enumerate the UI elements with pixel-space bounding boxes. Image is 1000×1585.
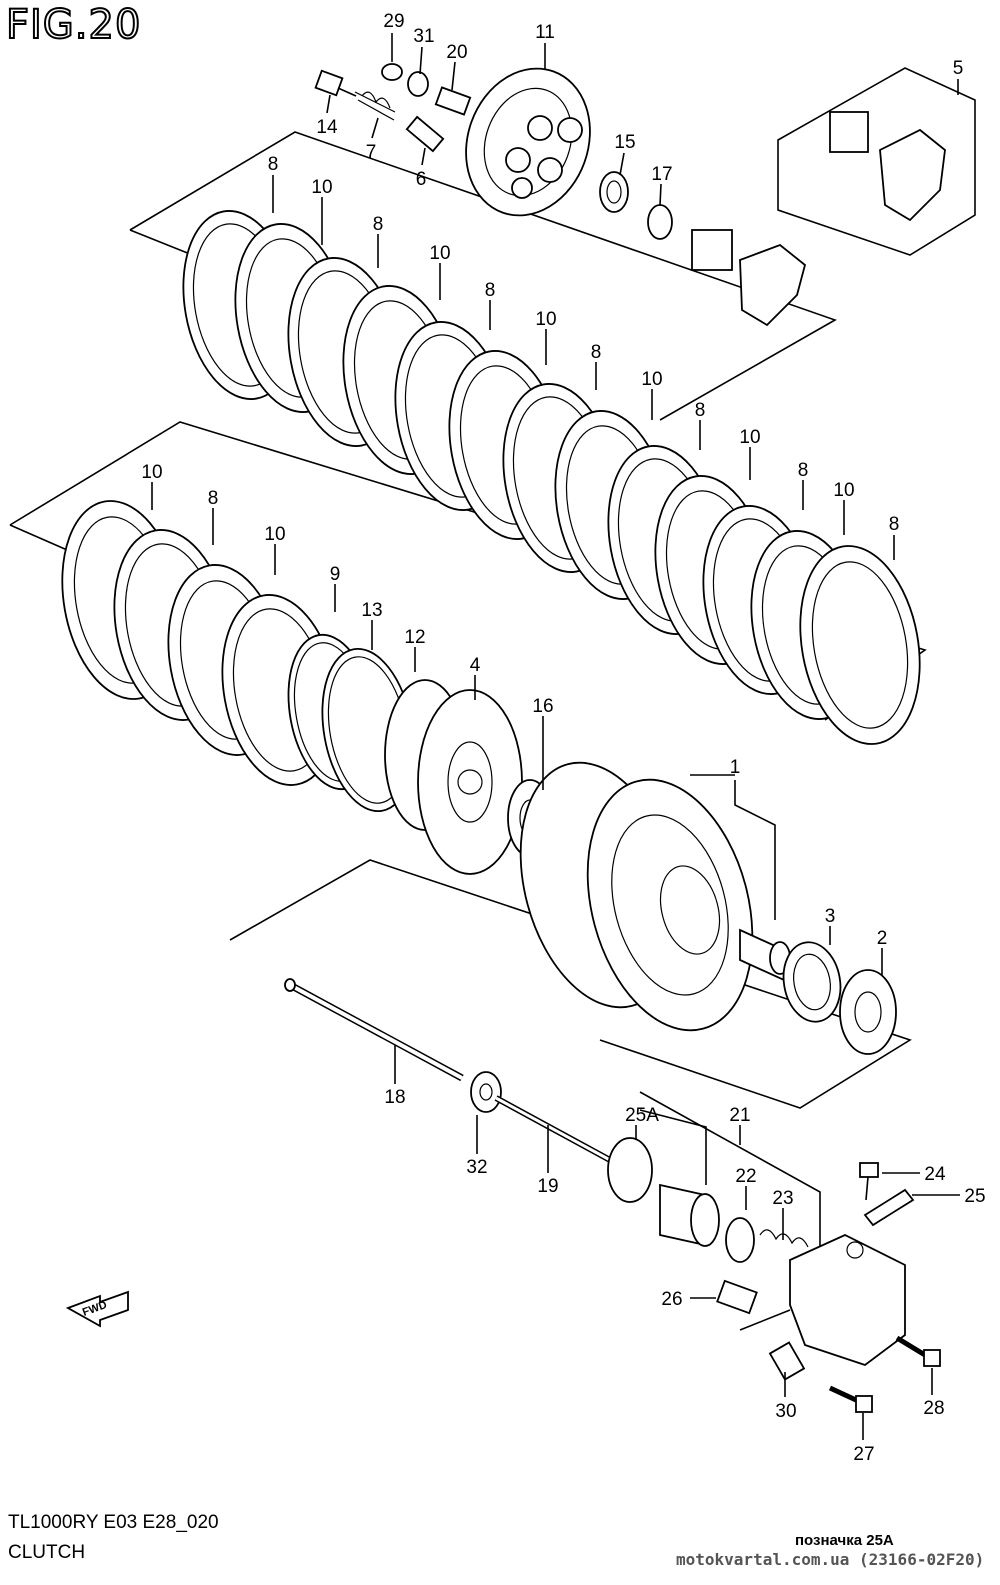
callout-label: 18 <box>384 1087 405 1108</box>
callout-label: 8 <box>798 460 809 481</box>
washer-17 <box>647 204 673 240</box>
callout-label: 10 <box>429 243 450 264</box>
callout-label: 8 <box>695 400 706 421</box>
callout-label: 32 <box>466 1157 487 1178</box>
callout-label: 28 <box>923 1398 944 1419</box>
seal-32 <box>470 1071 502 1113</box>
callout-label: 10 <box>833 480 854 501</box>
spring-washer <box>381 63 429 97</box>
page-title: FIG.20 <box>5 1 142 49</box>
push-rod <box>284 978 464 1082</box>
clutch-release-cylinder <box>607 1137 906 1367</box>
callout-label: 13 <box>361 600 382 621</box>
callout-label: 24 <box>924 1164 946 1185</box>
callout-label: 7 <box>366 142 377 163</box>
callout-label: 20 <box>446 42 467 63</box>
plate-stack-lower <box>61 500 415 813</box>
callout-leaders <box>151 33 960 1440</box>
callout-label: 3 <box>825 906 836 927</box>
callout-label: 17 <box>651 164 672 185</box>
callout-label: 8 <box>208 488 219 509</box>
callout-label: 11 <box>535 22 555 43</box>
callout-label: 10 <box>641 369 662 390</box>
callout-label: 10 <box>739 427 760 448</box>
bleeder-parts <box>859 1162 915 1227</box>
housing-group-box <box>229 859 912 1109</box>
mount-bolts <box>828 1335 941 1413</box>
callout-label: 26 <box>661 1289 682 1310</box>
callout-label: 10 <box>141 462 162 483</box>
callout-label: 9 <box>330 564 341 585</box>
lifter-parts <box>691 111 946 327</box>
callout-label: 8 <box>485 280 496 301</box>
callout-label: 29 <box>383 11 404 32</box>
callout-label: 8 <box>591 342 602 363</box>
callout-label: 25A <box>625 1105 659 1126</box>
callout-label: 30 <box>775 1401 796 1422</box>
callout-label: 1 <box>730 757 741 778</box>
callout-label: 10 <box>535 309 556 330</box>
bearing-15 <box>599 171 629 213</box>
callout-label: 21 <box>729 1105 750 1126</box>
kit-5-box <box>777 67 976 256</box>
callout-label: 8 <box>373 214 384 235</box>
callout-label: 25 <box>964 1186 985 1207</box>
callout-label: 4 <box>470 655 481 676</box>
callout-label: 15 <box>614 132 635 153</box>
callout-label: 10 <box>311 177 332 198</box>
callout-label: 22 <box>735 1166 756 1187</box>
callout-labels: 29 31 20 11 14 7 6 15 17 5 8 10 8 10 8 1… <box>141 11 985 1465</box>
callout-label: 8 <box>889 514 900 535</box>
callout-label: 5 <box>953 58 964 79</box>
callout-label: 27 <box>853 1444 874 1465</box>
callout-label: 10 <box>264 524 285 545</box>
needle-bearing <box>782 941 842 1023</box>
plate-stack-upper <box>182 210 921 745</box>
washer-2 <box>839 969 897 1055</box>
source-reference: motokvartal.com.ua (23166-02F20) <box>676 1550 985 1569</box>
callout-label: 12 <box>404 627 425 648</box>
callout-label: 8 <box>268 154 279 175</box>
clutch-bolt <box>314 69 396 121</box>
note-label: позначка 25A <box>795 1532 894 1549</box>
dowel-pins <box>716 1279 806 1381</box>
push-piece-rod <box>494 1095 612 1163</box>
callout-label: 14 <box>316 117 338 138</box>
callout-label: 31 <box>413 26 434 47</box>
callout-label: 16 <box>532 696 553 717</box>
clutch-sleeve-hub <box>384 679 523 875</box>
section-name: CLUTCH <box>8 1542 86 1563</box>
pressure-plate <box>465 67 591 217</box>
callout-label: 2 <box>877 928 888 949</box>
callout-label: 23 <box>772 1188 793 1209</box>
primary-driven-gear-housing <box>519 761 754 1032</box>
callout-label: 6 <box>416 169 427 190</box>
callout-label: 19 <box>537 1176 558 1197</box>
clutch-pins <box>405 86 472 153</box>
model-code: TL1000RY E03 E28_020 <box>8 1512 219 1533</box>
forward-arrow-icon: FWD <box>65 1290 129 1328</box>
